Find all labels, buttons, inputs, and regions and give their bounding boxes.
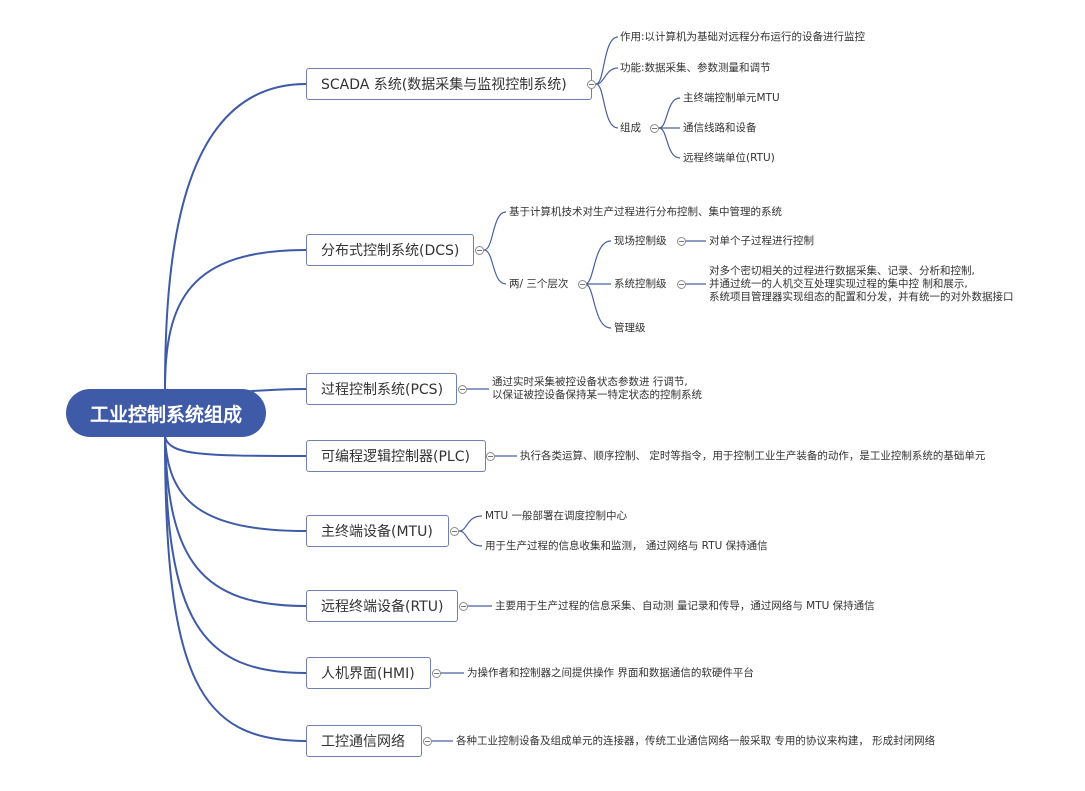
collapse-toggle-icon[interactable] (459, 602, 468, 611)
trunk-line-net (164, 436, 307, 742)
collapse-toggle-icon[interactable] (432, 669, 441, 678)
branch-dcs[interactable]: 分布式控制系统(DCS) (306, 234, 474, 266)
leaf-mtu-1: MTU 一般部署在调度控制中心 (485, 510, 627, 522)
collapse-toggle-icon[interactable] (677, 280, 686, 289)
branch-pcs[interactable]: 过程控制系统(PCS) (306, 373, 457, 405)
branch-network[interactable]: 工控通信网络 (306, 725, 422, 757)
collapse-toggle-icon[interactable] (458, 385, 467, 394)
branch-scada-label: SCADA 系统(数据采集与监视控制系统) (321, 77, 567, 93)
leaf-dcs-levels: 两/ 三个层次 (509, 278, 569, 290)
leaf-line-scada-role (595, 36, 619, 85)
branch-scada[interactable]: SCADA 系统(数据采集与监视控制系统) (306, 68, 592, 100)
branch-plc[interactable]: 可编程逻辑控制器(PLC) (306, 440, 486, 472)
leaf-system-desc-3: 系统项目管理器实现组态的配置和分发，并有统一的对外数据接口 (709, 291, 1014, 303)
branch-plc-label: 可编程逻辑控制器(PLC) (321, 449, 470, 465)
leaf-line-dcs-desc (483, 211, 507, 251)
root-node[interactable]: 工业控制系统组成 (66, 389, 266, 437)
leaf-line-mtu-unit (658, 97, 681, 129)
leaf-line-scada-function (595, 67, 619, 85)
trunk-line-scada (164, 83, 307, 390)
leaf-scada-function: 功能:数据采集、参数测量和调节 (620, 62, 771, 74)
leaf-line-mtu-2 (458, 530, 483, 547)
trunk-line-rtu (164, 436, 307, 607)
branch-pcs-label: 过程控制系统(PCS) (321, 382, 444, 398)
leaf-hmi-desc: 为操作者和控制器之间提供操作 界面和数据通信的软硬件平台 (467, 667, 754, 679)
collapse-toggle-icon[interactable] (486, 452, 495, 461)
trunk-line-mtu (164, 436, 307, 532)
leaf-dcs-desc: 基于计算机技术对生产过程进行分布控制、集中管理的系统 (509, 206, 782, 218)
leaf-system-level: 系统控制级 (614, 278, 667, 290)
leaf-network-desc: 各种工业控制设备及组成单元的连接器，传统工业通信网络一般采取 专用的协议来构建，… (456, 735, 936, 747)
leaf-manage-level: 管理级 (614, 322, 646, 334)
leaf-system-desc-1: 对多个密切相关的过程进行数据采集、记录、分析和控制, (709, 265, 975, 277)
collapse-toggle-icon[interactable] (677, 237, 686, 246)
collapse-toggle-icon[interactable] (450, 527, 459, 536)
branch-rtu-label: 远程终端设备(RTU) (321, 599, 444, 615)
leaf-rtu-desc: 主要用于生产过程的信息采集、自动测 量记录和传导，通过网络与 MTU 保持通信 (495, 600, 875, 612)
leaf-scada-role: 作用:以计算机为基础对远程分布运行的设备进行监控 (620, 31, 866, 43)
branch-rtu[interactable]: 远程终端设备(RTU) (306, 590, 458, 622)
leaf-pcs-desc-1: 通过实时采集被控设备状态参数进 行调节, (492, 376, 688, 388)
collapse-toggle-icon[interactable] (650, 124, 659, 133)
branch-mtu-label: 主终端设备(MTU) (321, 524, 433, 540)
leaf-scada-comm-line: 通信线路和设备 (683, 122, 757, 134)
leaf-scada-rtu-unit: 远程终端单位(RTU) (683, 152, 775, 164)
leaf-scada-composition: 组成 (620, 122, 641, 134)
collapse-toggle-icon[interactable] (578, 280, 587, 289)
collapse-toggle-icon[interactable] (475, 246, 484, 255)
leaf-system-desc-2: 并通过统一的人机交互处理实现过程的集中控 制和展示, (709, 278, 968, 290)
collapse-toggle-icon[interactable] (423, 737, 432, 746)
root-label: 工业控制系统组成 (89, 403, 242, 426)
collapse-toggle-icon[interactable] (587, 80, 596, 89)
branch-network-label: 工控通信网络 (321, 734, 405, 750)
leaf-line-mtu-1 (458, 515, 483, 532)
leaf-pcs-desc-2: 以保证被控设备保持某一特定状态的控制系统 (492, 389, 702, 401)
leaf-mtu-2: 用于生产过程的信息收集和监测， 通过网络与 RTU 保持通信 (485, 540, 768, 552)
trunk-line-dcs (164, 249, 307, 390)
trunk-line-plc (164, 436, 307, 457)
branch-dcs-label: 分布式控制系统(DCS) (321, 243, 460, 259)
branch-hmi[interactable]: 人机界面(HMI) (306, 657, 431, 689)
trunk-line-hmi (164, 436, 307, 674)
branch-hmi-label: 人机界面(HMI) (321, 666, 415, 682)
leaf-line-dcs-levels (483, 249, 507, 285)
leaf-line-field (584, 240, 612, 285)
leaf-line-rtu-unit (658, 127, 681, 159)
leaf-scada-mtu-unit: 主终端控制单元MTU (683, 92, 780, 104)
leaf-line-scada-composition (595, 83, 619, 129)
leaf-field-desc: 对单个子过程进行控制 (709, 235, 814, 247)
branch-mtu[interactable]: 主终端设备(MTU) (306, 515, 449, 547)
leaf-plc-desc: 执行各类运算、顺序控制、 定时等指令，用于控制工业生产装备的动作，是工业控制系统… (520, 450, 986, 462)
leaf-line-manage (584, 283, 612, 329)
leaf-field-level: 现场控制级 (614, 235, 667, 247)
